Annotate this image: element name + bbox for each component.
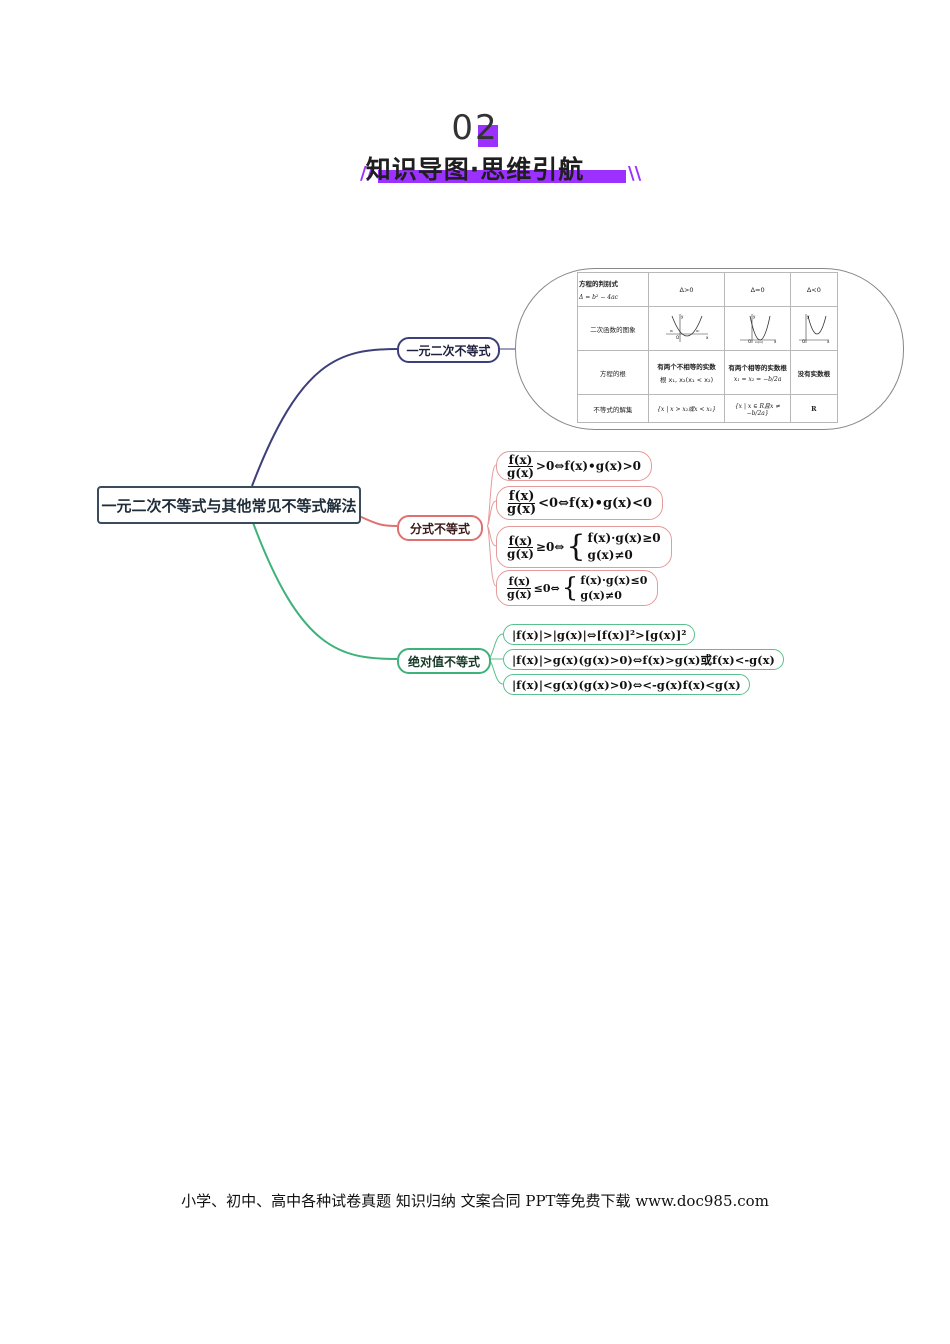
title-slash-left: // xyxy=(360,163,374,184)
svg-text:y: y xyxy=(753,314,756,319)
fraction-item: f(x)g(x) <0⇔f(x)•g(x)<0 xyxy=(496,486,664,520)
svg-text:O: O xyxy=(676,335,679,340)
branch-quadratic-inequality: 一元二次不等式 xyxy=(397,337,500,363)
mindmap-root: 一元二次不等式与其他常见不等式解法 xyxy=(97,486,361,524)
graph-one-root: y x O x₁(x₂) xyxy=(724,306,791,351)
title-slash-right: \\ xyxy=(628,163,642,184)
connector-branch1 xyxy=(251,348,398,487)
svg-text:y: y xyxy=(807,314,810,319)
table-corner: 方程的判别式 Δ = b² − 4ac xyxy=(577,272,649,307)
connector-frac-bracket xyxy=(486,464,497,587)
roots-none: 没有实数根 xyxy=(789,350,839,395)
section-title: 知识导图·思维引航 xyxy=(365,155,585,184)
parabola-two-roots-icon: y x O x₁ x₂ xyxy=(665,313,709,342)
connector-branch3 xyxy=(251,519,398,660)
brace-icon: { xyxy=(566,529,586,564)
brace-icon: { xyxy=(561,573,579,603)
svg-text:x: x xyxy=(774,339,777,344)
graph-two-roots: y x O x₁ x₂ xyxy=(647,306,726,351)
connector-branch2 xyxy=(356,514,398,527)
branch-absolute-inequality: 绝对值不等式 xyxy=(397,648,491,674)
page-footer: 小学、初中、高中各种试卷真题 知识归纳 文案合同 PPT等免费下载 www.do… xyxy=(181,1192,769,1210)
svg-text:x₂: x₂ xyxy=(696,329,700,333)
table-frame xyxy=(515,268,904,430)
abs-item: |f(x)|>|g(x)|⇔[f(x)]²>[g(x)]² xyxy=(503,624,696,645)
table-col-header: Δ<0 xyxy=(789,272,839,307)
parabola-no-root-icon: y x O xyxy=(798,313,830,344)
abs-item: |f(x)|<g(x)(g(x)>0)⇔<-g(x)f(x)<g(x) xyxy=(503,674,750,695)
roots-two: 有两个不相等的实数 根 x₁, x₂(x₁ < x₂) xyxy=(647,350,726,395)
fraction-item: f(x)g(x) >0⇔f(x)•g(x)>0 xyxy=(496,451,653,481)
graph-no-root: y x O xyxy=(789,306,839,351)
solution-set: R xyxy=(789,394,839,423)
parabola-one-root-icon: y x O x₁(x₂) xyxy=(739,313,777,344)
svg-text:y: y xyxy=(681,314,684,319)
table-row-label: 方程的根 xyxy=(577,350,649,395)
abs-item: |f(x)|>g(x)(g(x)>0)⇔f(x)>g(x)或f(x)<-g(x) xyxy=(503,649,784,670)
svg-text:O: O xyxy=(748,339,751,344)
solution-set: {x | x > x₂或x < x₁} xyxy=(647,394,726,423)
table-col-header: Δ=0 xyxy=(724,272,791,307)
svg-text:x₁: x₁ xyxy=(670,329,674,333)
section-number-highlight xyxy=(478,125,498,147)
mindmap-connectors xyxy=(251,348,515,685)
table-row-label: 二次函数的图象 xyxy=(577,306,649,351)
discriminant-table: 方程的判别式 Δ = b² − 4ac Δ>0 Δ=0 Δ<0 二次函数的图象 … xyxy=(577,272,839,423)
section-title-highlight xyxy=(378,170,626,183)
section-number: 02 xyxy=(451,108,499,148)
svg-text:x: x xyxy=(827,339,830,344)
branch-fraction-inequality: 分式不等式 xyxy=(397,515,483,541)
svg-text:x: x xyxy=(706,335,709,340)
table-row-label: 不等式的解集 xyxy=(577,394,649,423)
roots-one: 有两个相等的实数根 x₁ = x₂ = −b/2a xyxy=(724,350,791,395)
svg-text:O: O xyxy=(802,339,805,344)
svg-text:x₁(x₂): x₁(x₂) xyxy=(755,340,763,344)
table-col-header: Δ>0 xyxy=(647,272,726,307)
solution-set: {x | x ∈ R且x ≠ −b/2a} xyxy=(724,394,791,423)
